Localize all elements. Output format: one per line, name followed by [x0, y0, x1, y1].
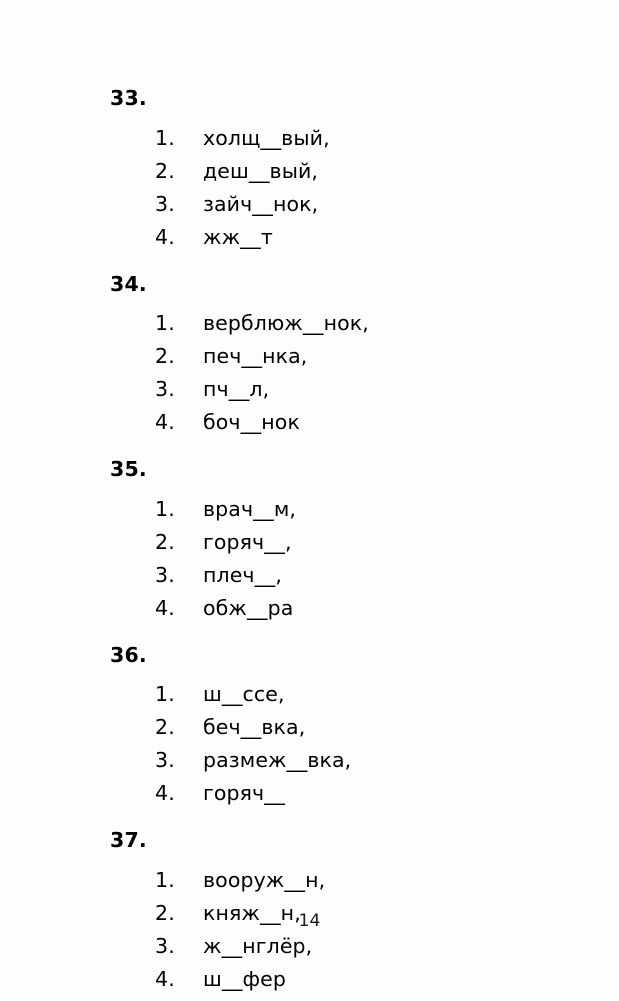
option-text: княж__н,	[203, 900, 301, 925]
list-item: 1. врач__м,	[0, 493, 619, 526]
option-index: 1.	[155, 311, 175, 335]
option-list: 1. вооруж__н, 2. княж__н, 3. ж__нглёр, 4…	[0, 864, 619, 996]
option-index: 1.	[155, 867, 175, 892]
question-block: 33. 1. холщ__вый, 2. деш__вый, 3. зайч__…	[0, 88, 619, 254]
question-number: 36.	[110, 642, 147, 667]
list-item: 2. беч__вка,	[0, 711, 619, 744]
option-list: 1. верблюж__нок, 2. печ__нка, 3. пч__л, …	[0, 307, 619, 439]
option-index: 2.	[155, 529, 175, 554]
option-index: 2.	[155, 344, 175, 368]
option-text: врач__м,	[203, 496, 297, 521]
question-block: 36. 1. ш__ссе, 2. беч__вка, 3. размеж__в…	[0, 642, 619, 811]
list-item: 3. плеч__,	[0, 559, 619, 592]
option-text: печ__нка,	[203, 344, 308, 368]
option-text: пч__л,	[203, 377, 270, 401]
page-number: 14	[298, 911, 321, 931]
list-item: 4. боч__нок	[0, 406, 619, 439]
option-text: ш__ссе,	[203, 682, 285, 706]
question-number: 35.	[110, 457, 147, 481]
list-item: 3. пч__л,	[0, 373, 619, 406]
option-index: 4.	[155, 410, 175, 434]
list-item: 2. печ__нка,	[0, 340, 619, 373]
question-number: 33.	[110, 86, 147, 110]
option-text: верблюж__нок,	[203, 311, 369, 335]
question-block: 37. 1. вооруж__н, 2. княж__н, 3. ж__нглё…	[0, 830, 619, 996]
option-text: горяч__	[203, 781, 285, 805]
option-index: 4.	[155, 595, 175, 620]
list-item: 1. холщ__вый,	[0, 122, 619, 155]
option-text: горяч__,	[203, 529, 292, 554]
option-index: 3.	[155, 191, 175, 216]
list-item: 4. жж__т	[0, 221, 619, 254]
option-index: 3.	[155, 562, 175, 587]
option-text: деш__вый,	[203, 158, 319, 183]
list-item: 3. размеж__вка,	[0, 744, 619, 777]
option-text: зайч__нок,	[203, 191, 319, 216]
option-text: холщ__вый,	[203, 125, 330, 150]
option-text: вооруж__н,	[203, 867, 326, 892]
question-number: 37.	[110, 828, 147, 852]
option-index: 3.	[155, 377, 175, 401]
option-list: 1. холщ__вый, 2. деш__вый, 3. зайч__нок,…	[0, 122, 619, 254]
option-text: размеж__вка,	[203, 748, 352, 772]
list-item: 1. ш__ссе,	[0, 678, 619, 711]
list-item: 4. обж__ра	[0, 592, 619, 625]
question-number: 34.	[110, 271, 147, 296]
option-index: 1.	[155, 496, 175, 521]
list-item: 4. ш__фер	[0, 963, 619, 996]
list-item: 2. горяч__,	[0, 526, 619, 559]
question-block: 34. 1. верблюж__нок, 2. печ__нка, 3. пч_…	[0, 271, 619, 440]
option-text: ж__нглёр,	[203, 933, 313, 958]
option-text: обж__ра	[203, 595, 294, 620]
option-index: 4.	[155, 781, 175, 805]
option-index: 4.	[155, 224, 175, 249]
option-index: 2.	[155, 715, 175, 739]
list-item: 3. ж__нглёр,	[0, 930, 619, 963]
list-item: 3. зайч__нок,	[0, 188, 619, 221]
list-item: 2. княж__н,	[0, 897, 619, 930]
option-index: 2.	[155, 158, 175, 183]
list-item: 4. горяч__	[0, 777, 619, 810]
question-block: 35. 1. врач__м, 2. горяч__, 3. плеч__, 4…	[0, 459, 619, 625]
option-index: 1.	[155, 125, 175, 150]
option-text: беч__вка,	[203, 715, 306, 739]
option-index: 2.	[155, 900, 175, 925]
option-text: ш__фер	[203, 966, 287, 991]
option-index: 4.	[155, 966, 175, 991]
option-text: плеч__,	[203, 562, 282, 587]
list-item: 1. вооруж__н,	[0, 864, 619, 897]
option-index: 3.	[155, 748, 175, 772]
option-index: 1.	[155, 682, 175, 706]
option-list: 1. ш__ссе, 2. беч__вка, 3. размеж__вка, …	[0, 678, 619, 810]
list-item: 2. деш__вый,	[0, 155, 619, 188]
option-text: жж__т	[203, 224, 273, 249]
list-item: 1. верблюж__нок,	[0, 307, 619, 340]
option-list: 1. врач__м, 2. горяч__, 3. плеч__, 4. об…	[0, 493, 619, 625]
option-text: боч__нок	[203, 410, 300, 434]
option-index: 3.	[155, 933, 175, 958]
